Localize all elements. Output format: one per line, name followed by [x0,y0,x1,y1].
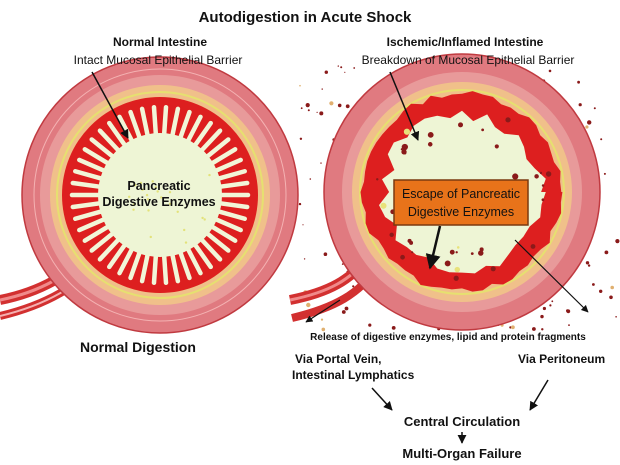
release-text: Release of digestive enzymes, lipid and … [310,332,586,343]
right-heading: Ischemic/Inflamed Intestine [387,35,544,49]
right-subheading: Breakdown of Mucosal Epithelial Barrier [362,53,575,67]
left-heading: Normal Intestine [113,35,207,49]
release-arrow-right [514,239,589,313]
left-caption: Normal Digestion [80,339,196,355]
diagram-title: Autodigestion in Acute Shock [199,9,412,26]
escape-arrow [425,225,442,270]
release-arrow-left [305,299,341,323]
callout-line2: Digestive Enzymes [408,205,514,219]
portal-arrow [371,387,393,411]
breakdown-pointer-arrow [389,71,420,141]
central-circulation-label: Central Circulation [404,414,520,429]
barrier-pointer-arrow [91,71,129,139]
debris-particles [298,65,620,332]
peritoneum-label: Via Peritoneum [518,352,605,366]
multi-organ-failure-label: Multi-Organ Failure [402,446,521,461]
normal-intestine-illustration [0,56,299,334]
peritoneum-arrow [529,379,549,411]
lumen-label-line1: Pancreatic [127,179,190,193]
lumen [98,133,222,257]
callout-line1: Escape of Pancreatic [402,187,520,201]
portal-line1: Via Portal Vein, [295,352,381,366]
escape-callout-box [393,179,529,226]
villi [69,104,251,286]
left-subheading: Intact Mucosal Epithelial Barrier [74,53,243,67]
portal-line2: Intestinal Lymphatics [292,368,415,382]
lumen-label-line2: Digestive Enzymes [102,195,215,209]
